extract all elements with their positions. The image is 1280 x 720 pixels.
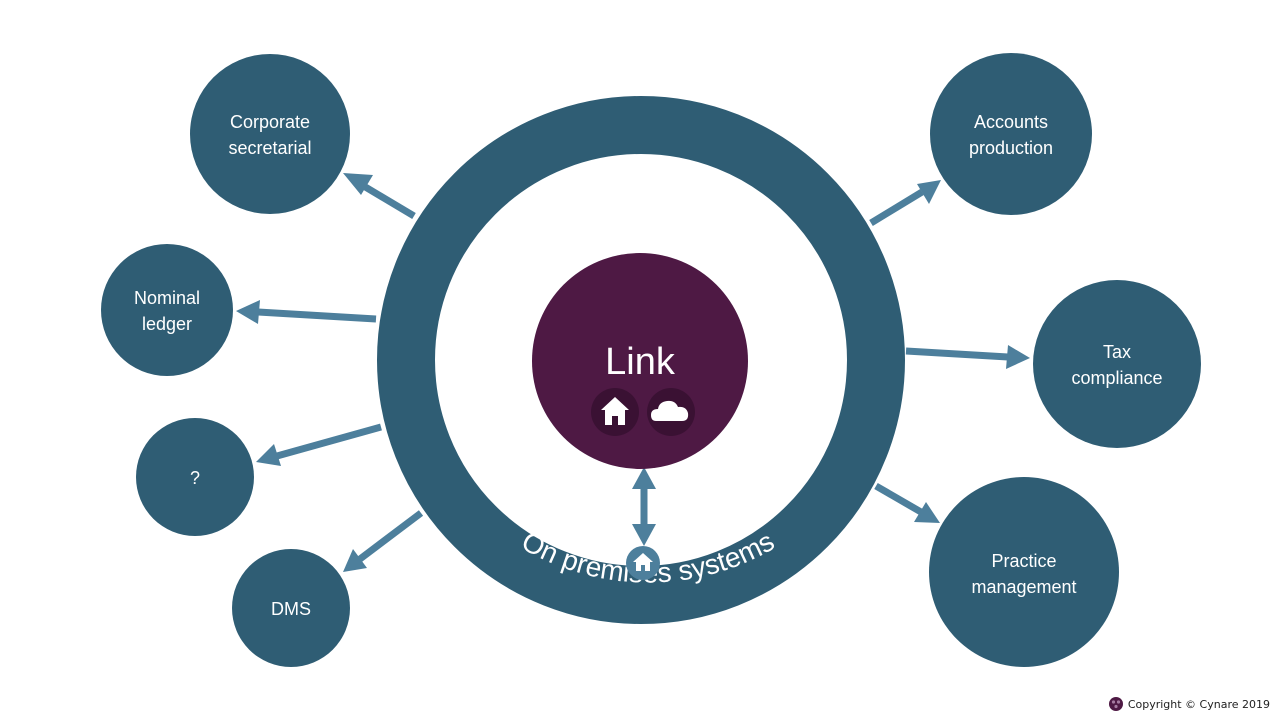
arrow-to-nominal-ledger — [236, 300, 377, 324]
node-label-line2: ledger — [142, 314, 192, 334]
node-label-line1: Corporate — [230, 112, 310, 132]
node-unknown: ? — [136, 418, 254, 536]
arrow-to-unknown — [256, 423, 382, 466]
arrow-to-tax-compliance — [905, 345, 1030, 369]
arrow-link-to-on-premises — [632, 467, 656, 546]
home-icon — [591, 388, 639, 436]
node-dms: DMS — [232, 549, 350, 667]
node-label-line2: management — [971, 577, 1076, 597]
node-label-line1: ? — [190, 468, 200, 488]
node-label-line1: DMS — [271, 599, 311, 619]
link-title: Link — [605, 341, 676, 383]
node-corporate-secretarial: Corporate secretarial — [190, 54, 350, 214]
arrows — [236, 173, 1030, 572]
node-tax-compliance: Tax compliance — [1033, 280, 1201, 448]
node-label-line1: Practice — [991, 551, 1056, 571]
node-accounts-production: Accounts production — [930, 53, 1092, 215]
arrow-to-accounts-production — [869, 180, 941, 226]
cloud-icon — [647, 388, 695, 436]
on-premises-ring — [377, 96, 905, 624]
node-nominal-ledger: Nominal ledger — [101, 244, 233, 376]
ring-home-icon — [626, 546, 660, 580]
node-label-line1: Tax — [1103, 342, 1131, 362]
arrow-to-corporate-secretarial — [343, 173, 416, 220]
node-label-line1: Accounts — [974, 112, 1048, 132]
cynare-logo-icon — [1108, 697, 1123, 711]
node-label-line2: secretarial — [228, 138, 311, 158]
node-label-line1: Nominal — [134, 288, 200, 308]
copyright-footer: Copyright © Cynare 2019 — [1108, 696, 1270, 712]
node-label-line2: compliance — [1071, 368, 1162, 388]
arrow-to-practice-management — [874, 482, 940, 523]
arrow-to-dms — [343, 510, 424, 572]
node-practice-management: Practice management — [929, 477, 1119, 667]
node-label-line2: production — [969, 138, 1053, 158]
copyright-text: Copyright © Cynare 2019 — [1127, 697, 1270, 711]
